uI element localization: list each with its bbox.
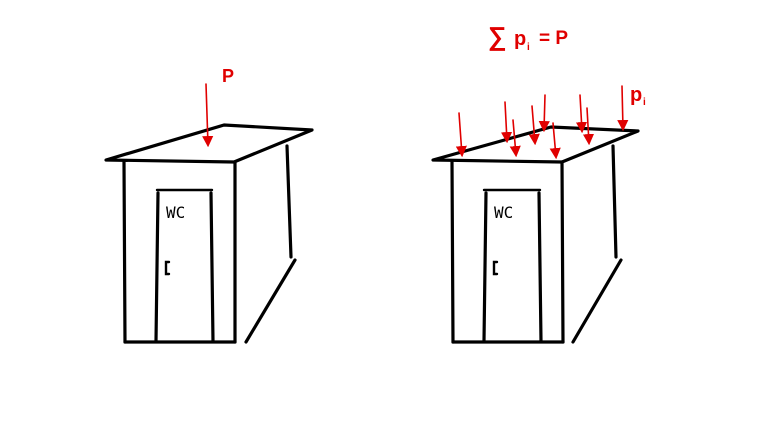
right-door: WC [482, 188, 543, 343]
load-arrow [617, 85, 629, 132]
load-arrow [549, 122, 561, 160]
right-roof [431, 125, 640, 164]
right-outhouse: WC ∑ p i = P p i [431, 21, 646, 344]
svg-text:p: p [630, 84, 642, 106]
left-front-wall-left [122, 160, 127, 344]
left-door-handle [164, 260, 171, 276]
left-load-label: P [222, 66, 234, 86]
left-side-base [244, 258, 297, 344]
right-door-sign: WC [494, 203, 513, 222]
left-door-sign: WC [166, 203, 185, 222]
load-arrow [455, 112, 467, 158]
left-door: WC [154, 188, 215, 343]
right-front-wall-right [560, 160, 565, 344]
left-back-corner [285, 144, 293, 259]
load-arrow [575, 94, 588, 134]
load-arrow [582, 107, 595, 146]
load-arrow [509, 119, 521, 158]
right-door-handle [492, 260, 499, 276]
left-roof [104, 123, 314, 164]
load-arrow [500, 101, 513, 144]
right-load-label: p i [630, 84, 646, 108]
right-front-wall-left [450, 160, 455, 344]
svg-text:i: i [643, 97, 646, 108]
sum-equation: ∑ p i = P [488, 21, 568, 53]
sum-term: p [514, 28, 526, 50]
load-arrow [538, 94, 550, 133]
sum-equals-p: = P [539, 28, 568, 49]
right-side-base [571, 258, 623, 344]
distributed-load-arrows [455, 85, 629, 160]
left-load-arrow [202, 83, 214, 148]
sum-symbol: ∑ [488, 21, 507, 51]
right-back-corner [611, 144, 618, 259]
left-outhouse: WC P [104, 66, 314, 344]
load-arrow [528, 105, 540, 146]
sum-term-subscript: i [527, 42, 530, 53]
